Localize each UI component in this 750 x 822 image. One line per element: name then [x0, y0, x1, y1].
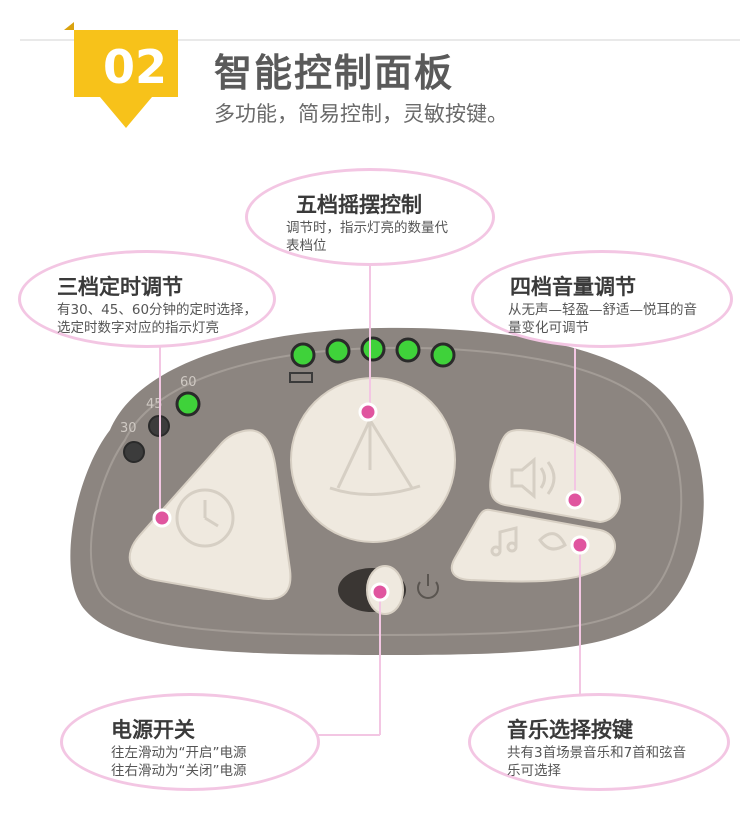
callout-volume: 四档音量调节 从无声—轻盈—舒适—悦耳的音 量变化可调节 — [471, 250, 733, 348]
swing-level-leds — [289, 336, 456, 383]
timer-led-30 — [123, 441, 145, 463]
header: 02 智能控制面板 多功能，简易控制，灵敏按键。 — [0, 0, 750, 140]
callout-swing-desc-2: 表档位 — [286, 238, 327, 254]
page-subtitle: 多功能，简易控制，灵敏按键。 — [214, 102, 508, 126]
swing-led-2 — [325, 338, 351, 364]
battery-icon — [289, 372, 313, 383]
callout-timer: 三档定时调节 有30、45、60分钟的定时选择， 选定时数字对应的指示灯亮 — [18, 250, 276, 348]
power-icon — [417, 574, 439, 599]
callout-power: 电源开关 往左滑动为“开启”电源 往右滑动为“关闭”电源 — [60, 693, 320, 791]
callout-music: 音乐选择按键 共有3首场景音乐和7首和弦音 乐可选择 — [468, 693, 730, 791]
callout-volume-desc-2: 量变化可调节 — [508, 320, 589, 336]
swing-led-1 — [290, 342, 316, 368]
pointer-dot-music — [570, 535, 590, 555]
music-note-icon — [490, 526, 567, 557]
section-number: 02 — [102, 40, 167, 94]
callout-power-title: 电源开关 — [111, 718, 195, 742]
swing-led-5 — [430, 342, 456, 368]
callout-volume-title: 四档音量调节 — [510, 275, 636, 299]
music-button — [450, 508, 616, 583]
callout-pointers — [152, 262, 590, 736]
speaker-icon — [510, 456, 556, 500]
leaf-icon — [538, 532, 567, 551]
clock-icon — [175, 488, 235, 548]
header-graphic — [20, 22, 740, 128]
page-title: 智能控制面板 — [214, 51, 455, 95]
callout-timer-title: 三档定时调节 — [57, 275, 183, 299]
callout-swing-desc-1: 调节时，指示灯亮的数量代 — [286, 220, 448, 236]
pointer-dot-volume — [565, 490, 585, 510]
callout-swing-title: 五档摇摆控制 — [296, 193, 422, 217]
callout-timer-desc-2: 选定时数字对应的指示灯亮 — [57, 320, 219, 336]
timer-led-60 — [175, 391, 201, 417]
timer-leds: 30 45 60 — [120, 375, 201, 463]
callout-power-desc-1: 往左滑动为“开启”电源 — [111, 745, 247, 761]
callout-music-title: 音乐选择按键 — [507, 718, 633, 742]
pointer-dot-swing — [358, 402, 378, 422]
timer-label-60: 60 — [180, 375, 197, 390]
swing-button — [290, 377, 456, 543]
swing-icon — [329, 419, 421, 496]
timer-label-30: 30 — [120, 421, 137, 436]
swing-led-3 — [360, 336, 386, 362]
callout-volume-desc-1: 从无声—轻盈—舒适—悦耳的音 — [508, 302, 697, 318]
pointer-dot-power — [370, 582, 390, 602]
badge-arrow-shape — [74, 30, 178, 128]
timer-label-45: 45 — [146, 397, 163, 412]
callout-timer-desc-1: 有30、45、60分钟的定时选择， — [57, 302, 258, 318]
swing-led-4 — [395, 337, 421, 363]
pointer-dot-timer — [152, 508, 172, 528]
callout-music-desc-1: 共有3首场景音乐和7首和弦音 — [507, 745, 687, 761]
callout-power-desc-2: 往右滑动为“关闭”电源 — [111, 763, 247, 779]
callout-music-desc-2: 乐可选择 — [507, 763, 561, 779]
callout-swing: 五档摇摆控制 调节时，指示灯亮的数量代 表档位 — [245, 168, 495, 266]
timer-button — [128, 429, 292, 600]
